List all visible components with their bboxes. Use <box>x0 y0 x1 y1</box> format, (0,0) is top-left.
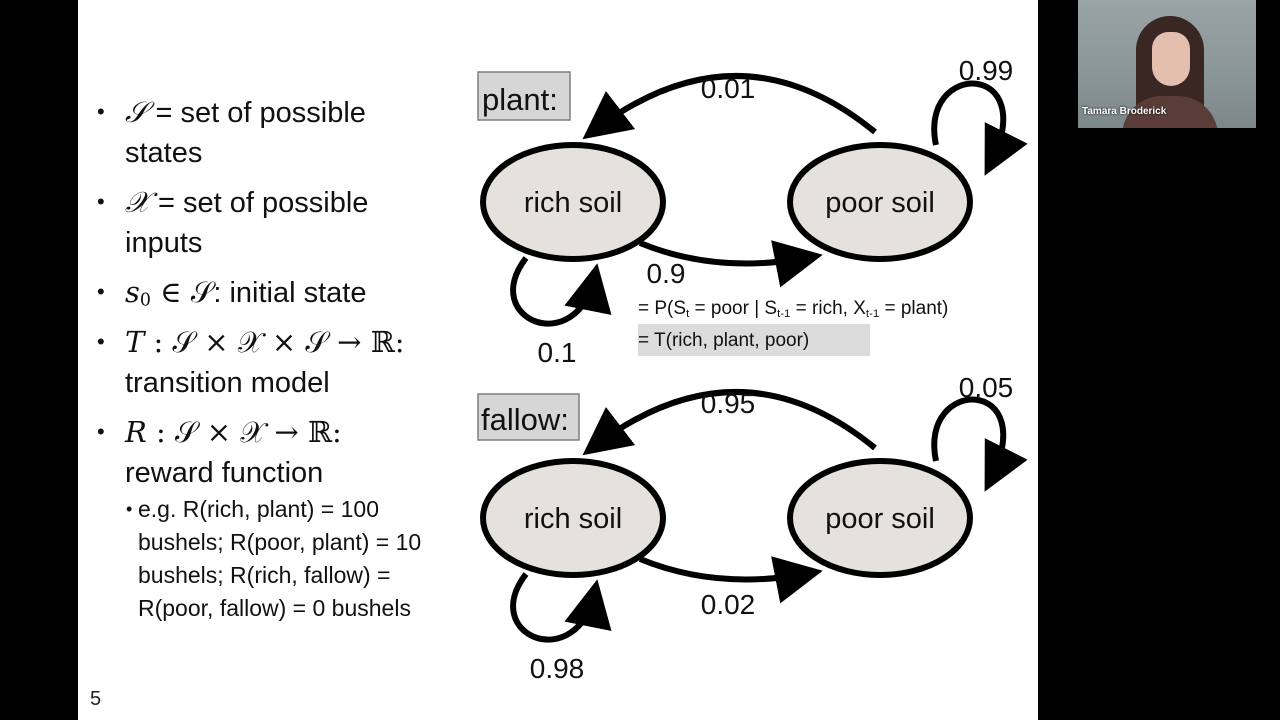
fallow-label-box <box>477 393 580 441</box>
participant-video-tile[interactable]: Tamara Broderick <box>1078 0 1256 128</box>
plant-poor-soil-label: poor soil <box>825 187 935 219</box>
equation-transition: = T(rich, plant, poor) <box>638 330 810 351</box>
plant-poor-to-rich-prob: 0.01 <box>701 73 756 104</box>
plant-rich-soil-state <box>480 142 666 262</box>
fallow-poor-self-arrow <box>931 396 1028 492</box>
fallow-rich-to-poor-arrow <box>638 556 823 604</box>
reward-example: • e.g. R(rich, plant) = 100 bushels; R(p… <box>126 493 488 625</box>
participant-name: Tamara Broderick <box>1082 106 1167 117</box>
plant-rich-self-arrow <box>510 256 612 327</box>
fallow-rich-soil-label: rich soil <box>524 503 622 535</box>
fallow-rich-self-prob: 0.98 <box>530 653 585 684</box>
slide: • 𝒮 = set of possible states • 𝒳 = set o… <box>78 0 1038 720</box>
participant-avatar <box>1152 32 1190 86</box>
plant-rich-self-prob: 0.1 <box>538 337 577 368</box>
plant-poor-to-rich-arrow <box>582 73 877 140</box>
bullet-dot: • <box>97 329 105 354</box>
bullet-state-set: • 𝒮 = set of possible states <box>97 92 366 173</box>
bullet-input-set: • 𝒳 = set of possible inputs <box>97 182 368 263</box>
plant-rich-soil-label: rich soil <box>524 187 622 219</box>
fallow-poor-to-rich-arrow <box>582 389 877 456</box>
bullet-transition-model: • T : 𝒮 × 𝒳 × 𝒮 → ℝ: transition model <box>97 322 404 403</box>
plant-poor-self-arrow <box>931 80 1028 176</box>
bullet-reward-function: • R : 𝒮 × 𝒳 → ℝ: reward function <box>97 412 342 493</box>
fallow-rich-to-poor-prob: 0.02 <box>701 589 756 620</box>
fallow-poor-soil-label: poor soil <box>825 503 935 535</box>
fallow-label: fallow: <box>481 402 569 437</box>
plant-rich-to-poor-arrow <box>638 240 823 288</box>
sub-bullet-dot: • <box>126 499 133 519</box>
fallow-diagram: fallow: rich soil poor soil 0.95 0.05 0.… <box>477 372 1028 684</box>
plant-poor-soil-state <box>787 142 973 262</box>
plant-poor-self-prob: 0.99 <box>959 55 1014 86</box>
equation-probability: = P(St = poor | St-1 = rich, Xt-1 = plan… <box>638 298 949 320</box>
bullet-dot: • <box>97 419 105 444</box>
equation-highlight <box>638 324 870 356</box>
mdp-diagrams: plant: rich soil poor soil 0.01 0.99 0.9… <box>477 55 1028 684</box>
bullet-dot: • <box>97 99 105 124</box>
bullet-dot: • <box>97 189 105 214</box>
bullet-initial-state: • s0 ∈ 𝒮: initial state <box>97 272 366 320</box>
slide-number: 5 <box>90 688 102 710</box>
bullet-dot: • <box>97 279 105 304</box>
fallow-poor-to-rich-prob: 0.95 <box>701 388 756 419</box>
plant-label-box <box>477 71 571 121</box>
plant-diagram: plant: rich soil poor soil 0.01 0.99 0.9… <box>477 55 1028 368</box>
fallow-rich-soil-state <box>480 458 666 578</box>
fallow-poor-soil-state <box>787 458 973 578</box>
plant-rich-to-poor-prob: 0.9 <box>647 258 686 289</box>
fallow-poor-self-prob: 0.05 <box>959 372 1014 403</box>
plant-label: plant: <box>482 82 558 117</box>
fallow-rich-self-arrow <box>510 572 612 643</box>
